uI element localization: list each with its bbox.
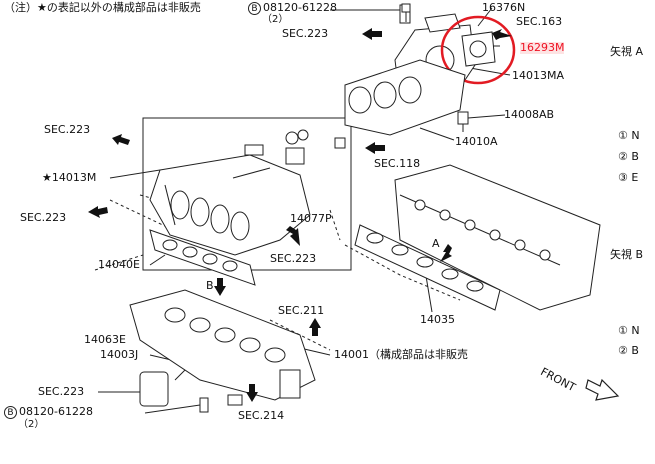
label-sec223-e: SEC.223 [38,385,85,398]
view-a-item-1: ① N [618,129,640,142]
label-16376n: 16376N [482,1,526,14]
view-b-item-1: ① N [618,324,640,337]
gasket-14040e [149,229,256,286]
collector-chamber [344,59,466,136]
label-16293m: 16293M [520,41,565,54]
label-sec223-a: SEC.223 [282,27,329,40]
label-sec223-c: SEC.223 [20,211,67,224]
view-a-title: 矢視 A [610,45,644,58]
label-14013ma: 14013MA [512,69,565,82]
view-a-item-2: ② B [618,150,639,163]
label-14010a: 14010A [455,135,498,148]
bolt-top-code-text: 08120-61228 [263,1,337,14]
label-14013m: ★14013M [42,171,97,184]
label-14003j: 14003J [100,348,139,361]
label-sec163: SEC.163 [516,15,563,28]
highlight-circle [440,15,516,85]
bolt-14008ab [457,111,469,132]
label-sec223-b: SEC.223 [44,123,91,136]
view-b-title: 矢視 B [610,248,644,261]
front-arrow [585,378,620,401]
label-view-a-mark: A [432,237,440,250]
upper-manifold [149,154,311,256]
label-sec211: SEC.211 [278,304,325,317]
label-14008ab: 14008AB [504,108,555,121]
label-view-b-mark: B [206,279,214,292]
label-14001: 14001（構成部品は非販売 [334,348,468,361]
label-14063e: 14063E [84,333,126,346]
lower-manifold [129,289,316,401]
bolt-circle-icon: B [248,2,261,15]
bolt-bottom-code-text: 08120-61228 [19,405,93,418]
fitting-parts [232,129,346,179]
sensor-part [139,369,243,413]
label-sec118: SEC.118 [374,157,421,170]
bolt-top [401,3,411,22]
label-sec214: SEC.214 [238,409,285,422]
label-14077p: 14077P [290,212,332,225]
gasket-14035 [354,224,501,311]
cylinder-head [394,164,601,311]
gasket-16293m [461,31,496,67]
view-b-item-2: ② B [618,344,639,357]
label-14040e: 14040E [98,258,140,271]
bolt-bottom-qty: （2） [18,419,45,430]
note-text: （注）★の表記以外の構成部品は非販売 [4,1,201,14]
view-a-item-3: ③ E [618,171,639,184]
arrows [88,28,512,402]
bolt-bottom-circle-icon: B [4,406,17,419]
label-14035: 14035 [420,313,455,326]
bolt-top-qty: （2） [262,14,289,25]
label-sec223-d: SEC.223 [270,252,317,265]
